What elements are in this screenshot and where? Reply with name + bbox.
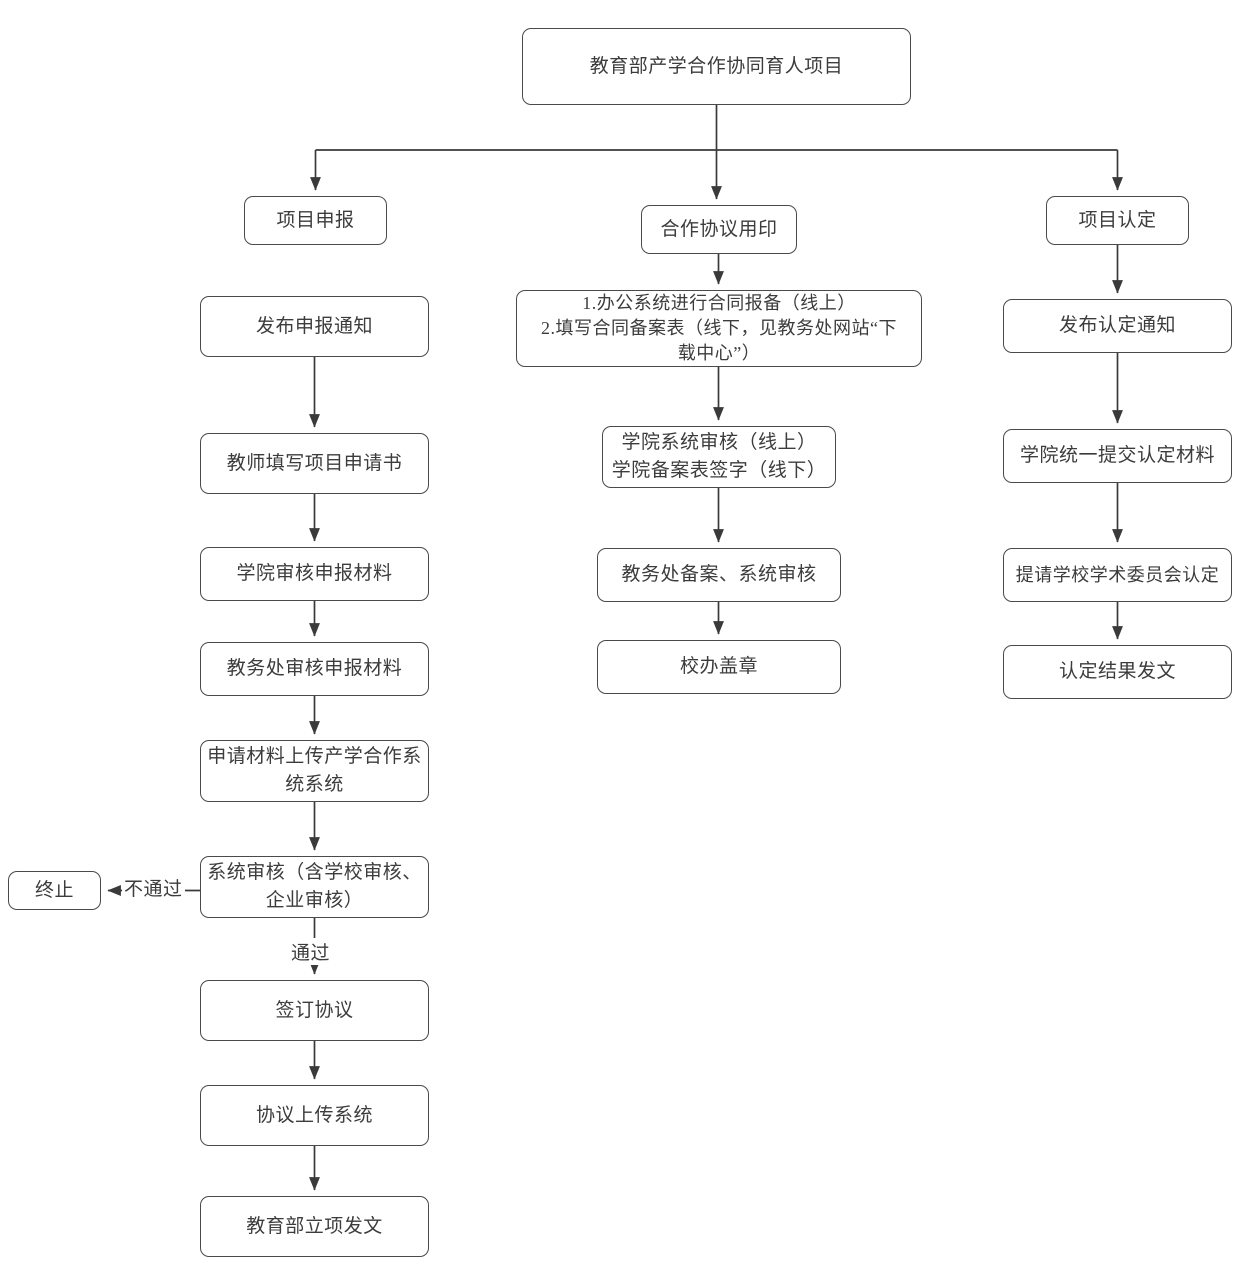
node-label: 教育部产学合作协同育人项目 [589, 55, 844, 77]
node-branch-agreement-seal-header[interactable]: 合作协议用印 [641, 205, 797, 254]
node-label: 发布认定通知 [1058, 315, 1176, 337]
node-label: 学院统一提交认定材料 [1019, 445, 1215, 467]
node-label: 提请学校学术委员会认定 [1015, 564, 1220, 585]
node-label: 认定结果发文 [1058, 661, 1176, 683]
node-label: 教务处备案、系统审核 [621, 564, 817, 586]
node-label: 学院系统审核（线上） 学院备案表签字（线下） [611, 432, 827, 481]
node-teacher-fills-application[interactable]: 教师填写项目申请书 [200, 433, 429, 494]
edge-label-reject: 不通过 [122, 874, 185, 901]
node-label: 合作协议用印 [660, 218, 778, 240]
node-label: 项目申报 [276, 209, 355, 231]
node-contract-filing-instructions[interactable]: 1.办公系统进行合同报备（线上） 2.填写合同备案表（线下，见教务处网站“下 载… [516, 290, 922, 367]
node-label: 签订协议 [275, 999, 354, 1021]
node-college-submits-accreditation-materials[interactable]: 学院统一提交认定材料 [1003, 429, 1232, 483]
node-label: 发布申报通知 [255, 315, 373, 337]
node-label: 项目认定 [1078, 209, 1157, 231]
edge-label-text: 通过 [291, 943, 331, 964]
node-label: 教育部立项发文 [246, 1215, 383, 1237]
node-academic-affairs-reviews-materials[interactable]: 教务处审核申报材料 [200, 642, 429, 696]
node-upload-materials-to-system[interactable]: 申请材料上传产学合作系 统系统 [200, 740, 429, 802]
node-label: 校办盖章 [679, 656, 758, 678]
node-ministry-approval-document[interactable]: 教育部立项发文 [200, 1196, 429, 1257]
node-branch-declaration-header[interactable]: 项目申报 [244, 196, 387, 245]
node-academic-affairs-filing-review[interactable]: 教务处备案、系统审核 [597, 548, 841, 602]
node-accreditation-result-document[interactable]: 认定结果发文 [1003, 645, 1232, 699]
node-terminate[interactable]: 终止 [8, 871, 101, 910]
edge-label-pass: 通过 [289, 938, 333, 965]
node-label: 系统审核（含学校审核、 企业审核） [207, 862, 422, 911]
node-system-review-decision[interactable]: 系统审核（含学校审核、 企业审核） [200, 856, 429, 918]
node-label: 学院审核申报材料 [236, 563, 393, 585]
node-college-reviews-materials[interactable]: 学院审核申报材料 [200, 547, 429, 601]
node-school-office-stamp[interactable]: 校办盖章 [597, 640, 841, 694]
node-publish-accreditation-notice[interactable]: 发布认定通知 [1003, 299, 1232, 353]
node-label: 1.办公系统进行合同报备（线上） 2.填写合同备案表（线下，见教务处网站“下 载… [541, 293, 897, 363]
node-label: 教务处审核申报材料 [226, 658, 403, 680]
node-label: 申请材料上传产学合作系 统系统 [207, 746, 422, 795]
edge-label-text: 不通过 [124, 879, 183, 900]
node-upload-agreement-to-system[interactable]: 协议上传系统 [200, 1085, 429, 1146]
node-branch-accreditation-header[interactable]: 项目认定 [1046, 196, 1189, 245]
node-publish-declaration-notice[interactable]: 发布申报通知 [200, 296, 429, 357]
node-label: 教师填写项目申请书 [226, 452, 403, 474]
node-sign-agreement[interactable]: 签订协议 [200, 980, 429, 1041]
node-label: 协议上传系统 [255, 1104, 373, 1126]
node-label: 终止 [34, 879, 74, 901]
node-academic-committee-accreditation[interactable]: 提请学校学术委员会认定 [1003, 548, 1232, 602]
node-college-system-review[interactable]: 学院系统审核（线上） 学院备案表签字（线下） [602, 426, 836, 488]
node-root-program[interactable]: 教育部产学合作协同育人项目 [522, 28, 911, 105]
